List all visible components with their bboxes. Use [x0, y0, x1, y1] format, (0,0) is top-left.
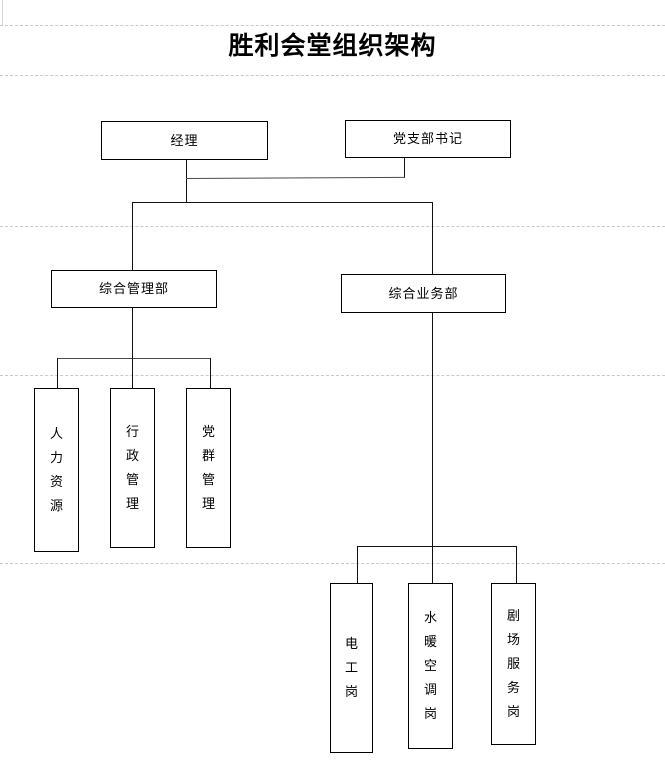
page-guide-mark [2, 0, 3, 25]
node-general-admin[interactable]: 综合管理部 [51, 270, 217, 308]
page-guide-line [0, 75, 665, 76]
node-party-mass[interactable]: 党群管理 [186, 388, 231, 548]
connector-drop-theatre-svc [516, 546, 517, 584]
node-hvac-label: 水暖空调岗 [423, 610, 437, 721]
connector-party-secretary-stem [404, 158, 405, 178]
connector-drop-hr [57, 358, 58, 389]
node-admin-mgmt-label: 行政管理 [125, 424, 139, 511]
node-general-admin-label: 综合管理部 [98, 281, 169, 296]
node-hvac[interactable]: 水暖空调岗 [408, 583, 453, 749]
node-electrician[interactable]: 电工岗 [330, 583, 373, 753]
node-manager-label: 经理 [170, 132, 199, 148]
node-theatre-svc-label: 剧场服务岗 [506, 608, 520, 719]
connector-drop-general-ops [432, 202, 433, 546]
node-electrician-label: 电工岗 [344, 636, 358, 699]
page-title: 胜利会堂组织架构 [228, 33, 437, 60]
node-admin-mgmt[interactable]: 行政管理 [110, 388, 155, 548]
node-party-mass-label: 党群管理 [201, 424, 215, 511]
connector-drop-electrician [357, 546, 358, 584]
node-party-secretary[interactable]: 党支部书记 [345, 120, 511, 158]
connector-ops-branch-bus [357, 546, 516, 547]
node-general-ops-label: 综合业务部 [388, 285, 459, 301]
connector-level2-bus [132, 202, 433, 203]
node-general-ops[interactable]: 综合业务部 [341, 274, 506, 313]
node-hr[interactable]: 人力资源 [34, 388, 79, 552]
page-guide-line [0, 375, 665, 376]
connector-drop-hvac [432, 546, 433, 584]
page-guide-line [0, 563, 665, 564]
node-party-secretary-label: 党支部书记 [392, 131, 463, 146]
page-guide-line [0, 226, 665, 227]
page-guide-line [0, 25, 665, 26]
connector-manager-to-party-secretary [185, 176, 405, 179]
connector-drop-party-mass [210, 358, 211, 389]
node-manager[interactable]: 经理 [101, 121, 268, 160]
connector-drop-admin-mgmt [132, 358, 133, 389]
node-theatre-svc[interactable]: 剧场服务岗 [491, 583, 536, 745]
connector-admin-branch-bus [57, 358, 210, 359]
node-hr-label: 人力资源 [49, 426, 63, 513]
connector-manager-stem [186, 160, 187, 203]
